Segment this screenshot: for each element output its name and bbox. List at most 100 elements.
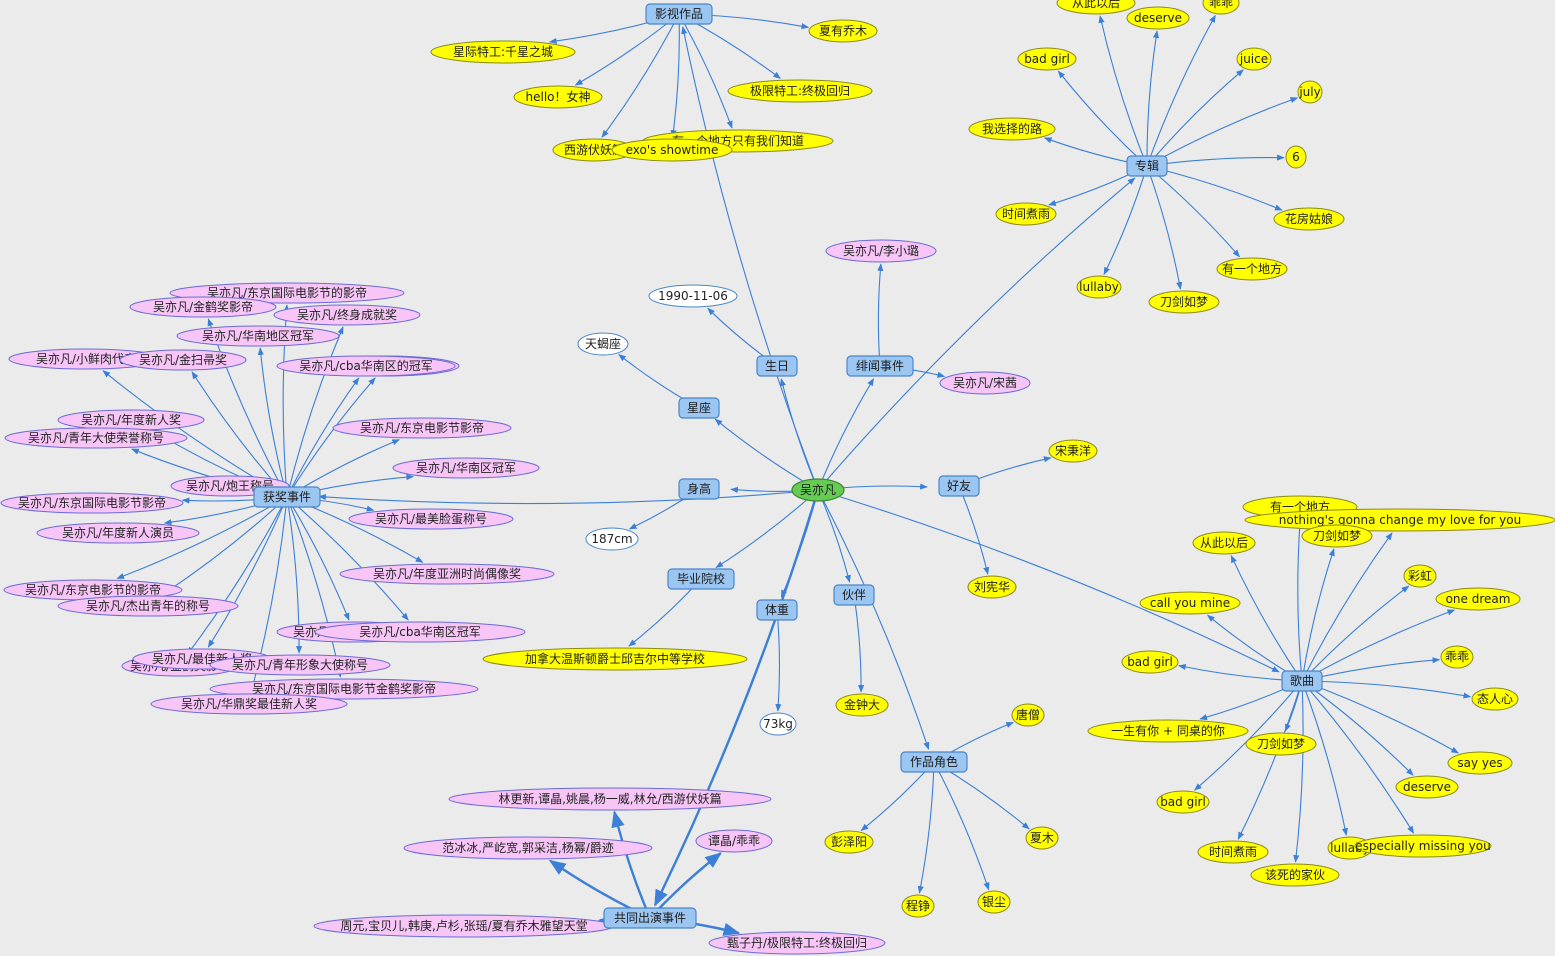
hub-node-birthday[interactable] xyxy=(756,355,798,377)
pink-leaf-node[interactable] xyxy=(129,296,277,318)
pink-leaf-node[interactable] xyxy=(339,563,555,585)
leaf-label: 一生有你 + 同桌的你 xyxy=(1111,723,1225,738)
yellow-leaf-node[interactable] xyxy=(1301,524,1373,548)
yellow-leaf-node[interactable] xyxy=(1250,863,1340,887)
white-leaf-node[interactable] xyxy=(648,284,738,308)
edge-root-to-rumors xyxy=(817,378,875,491)
hub-node-costar[interactable] xyxy=(603,907,697,929)
yellow-leaf-node[interactable] xyxy=(1048,439,1098,463)
leaf-label: 乖乖 xyxy=(1209,0,1233,10)
yellow-leaf-node[interactable] xyxy=(727,79,873,103)
yellow-leaf-node[interactable] xyxy=(1395,775,1459,799)
yellow-leaf-node[interactable] xyxy=(1121,650,1179,674)
yellow-leaf-node[interactable] xyxy=(824,830,874,854)
yellow-leaf-node[interactable] xyxy=(1403,564,1437,588)
hub-node-roles[interactable] xyxy=(900,751,968,773)
white-leaf-node[interactable] xyxy=(759,712,797,736)
yellow-leaf-node[interactable] xyxy=(1156,790,1210,814)
yellow-leaf-node[interactable] xyxy=(1056,0,1136,15)
yellow-leaf-node[interactable] xyxy=(482,647,748,671)
yellow-leaf-node[interactable] xyxy=(835,693,889,717)
pink-leaf-node[interactable] xyxy=(209,654,391,676)
pink-leaf-node[interactable] xyxy=(119,349,247,371)
yellow-leaf-node[interactable] xyxy=(808,19,878,43)
pink-leaf-node[interactable] xyxy=(708,931,886,955)
leaf-label: 吴亦凡/杰出青年的称号 xyxy=(86,598,210,613)
yellow-leaf-node[interactable] xyxy=(1017,47,1077,71)
hub-node-albums[interactable] xyxy=(1126,155,1168,177)
hub-label-friends: 好友 xyxy=(947,479,971,493)
pink-leaf-node[interactable] xyxy=(403,836,653,860)
edge-albums-leaf xyxy=(1098,15,1148,167)
pink-leaf-node[interactable] xyxy=(939,371,1031,395)
yellow-leaf-node[interactable] xyxy=(1440,645,1474,669)
pink-leaf-node[interactable] xyxy=(392,457,540,479)
yellow-leaf-node[interactable] xyxy=(1197,840,1269,864)
hub-node-songs[interactable] xyxy=(1281,670,1323,692)
hub-label-birthday: 生日 xyxy=(765,359,789,373)
yellow-leaf-node[interactable] xyxy=(1447,751,1513,775)
white-leaf-node[interactable] xyxy=(577,332,629,356)
yellow-leaf-node[interactable] xyxy=(1297,80,1323,104)
yellow-leaf-node[interactable] xyxy=(1148,290,1220,314)
yellow-leaf-node[interactable] xyxy=(1236,47,1272,71)
leaf-label: 态人心 xyxy=(1477,692,1513,706)
root-node[interactable] xyxy=(791,478,845,502)
pink-leaf-node[interactable] xyxy=(695,829,773,853)
yellow-leaf-node[interactable] xyxy=(968,117,1056,141)
yellow-leaf-node[interactable] xyxy=(1216,257,1288,281)
yellow-leaf-node[interactable] xyxy=(1025,826,1059,850)
pink-leaf-node[interactable] xyxy=(4,427,188,449)
pink-leaf-node[interactable] xyxy=(57,595,239,617)
pink-leaf-node[interactable] xyxy=(448,787,772,811)
yellow-leaf-node[interactable] xyxy=(967,575,1017,599)
hub-node-height[interactable] xyxy=(678,478,720,500)
yellow-leaf-node[interactable] xyxy=(513,85,603,109)
pink-leaf-node[interactable] xyxy=(176,325,340,347)
yellow-leaf-node[interactable] xyxy=(995,202,1057,226)
hub-node-films[interactable] xyxy=(645,3,713,25)
pink-leaf-node[interactable] xyxy=(332,417,512,439)
yellow-leaf-node[interactable] xyxy=(1245,732,1317,756)
yellow-leaf-node[interactable] xyxy=(1011,703,1045,727)
yellow-leaf-node[interactable] xyxy=(611,138,733,162)
yellow-leaf-node[interactable] xyxy=(1192,531,1256,555)
pink-leaf-node[interactable] xyxy=(273,304,421,326)
leaf-label: 乖乖 xyxy=(1445,650,1469,664)
yellow-leaf-node[interactable] xyxy=(977,890,1011,914)
edge-root-to-costar xyxy=(653,489,820,907)
yellow-leaf-node[interactable] xyxy=(1435,587,1521,611)
hub-node-constellation[interactable] xyxy=(678,397,720,419)
white-leaf-node[interactable] xyxy=(585,527,639,551)
yellow-leaf-node[interactable] xyxy=(430,40,576,64)
leaf-label: one dream xyxy=(1446,592,1511,606)
yellow-leaf-node[interactable] xyxy=(1471,687,1519,711)
pink-leaf-node[interactable] xyxy=(36,522,200,544)
leaf-label: 周元,宝贝儿,韩庚,卢杉,张瑶/夏有乔木雅望天堂 xyxy=(340,918,587,933)
pink-leaf-node[interactable] xyxy=(276,355,456,377)
pink-leaf-node[interactable] xyxy=(314,621,526,643)
pink-leaf-node[interactable] xyxy=(348,508,514,530)
hub-node-rumors[interactable] xyxy=(846,355,914,377)
pink-leaf-node[interactable] xyxy=(150,693,348,715)
edge-root-to-birthday xyxy=(779,378,819,491)
yellow-leaf-node[interactable] xyxy=(1139,591,1241,615)
pink-leaf-node[interactable] xyxy=(825,239,937,263)
yellow-leaf-node[interactable] xyxy=(1076,275,1122,299)
yellow-leaf-node[interactable] xyxy=(1273,207,1345,231)
yellow-leaf-node[interactable] xyxy=(901,894,935,918)
yellow-leaf-node[interactable] xyxy=(1126,6,1190,30)
leaf-label: 吴亦凡/金鹤奖影帝 xyxy=(153,299,253,314)
hub-node-school[interactable] xyxy=(667,568,735,590)
hub-node-partner[interactable] xyxy=(833,584,875,606)
pink-leaf-node[interactable] xyxy=(0,492,184,514)
hub-node-friends[interactable] xyxy=(938,475,980,497)
yellow-leaf-node[interactable] xyxy=(1202,0,1240,15)
yellow-leaf-node[interactable] xyxy=(1354,834,1492,858)
yellow-leaf-node[interactable] xyxy=(1285,145,1307,169)
yellow-leaf-node[interactable] xyxy=(1087,719,1249,743)
hub-node-weight[interactable] xyxy=(756,599,798,621)
edge-songs-leaf xyxy=(1301,609,1456,682)
hub-label-weight: 体重 xyxy=(765,603,789,617)
hub-node-awards[interactable] xyxy=(253,486,321,508)
